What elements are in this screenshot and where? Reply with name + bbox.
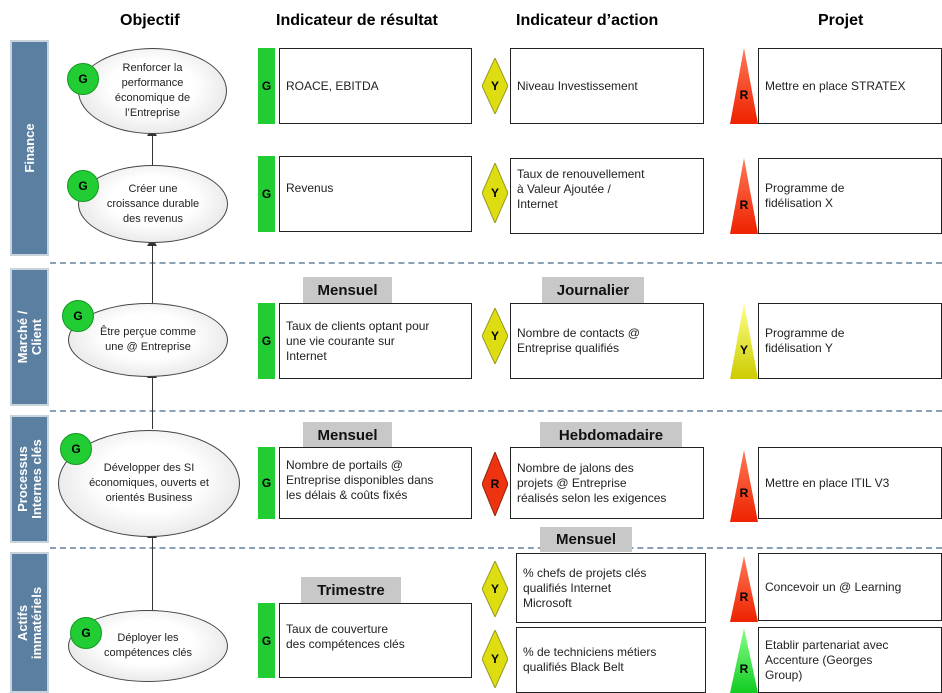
result-indicator-box: Nombre de portails @ Entreprise disponib… bbox=[279, 447, 472, 519]
status-green-bar: G bbox=[258, 447, 275, 519]
status-yellow-diamond-icon: Y bbox=[482, 58, 508, 114]
result-indicator-box: Taux de clients optant pour une vie cour… bbox=[279, 303, 472, 379]
status-red-triangle-icon: R bbox=[730, 48, 758, 124]
perspective-finance-label: Finance bbox=[21, 123, 37, 173]
status-yellow-triangle-icon: Y bbox=[730, 303, 758, 379]
status-yellow-diamond-icon: Y bbox=[482, 561, 508, 617]
action-indicator-box: % chefs de projets clés qualifiés Intern… bbox=[516, 553, 706, 623]
status-green-bar: G bbox=[258, 156, 275, 232]
header-projet: Projet bbox=[818, 12, 864, 29]
connector-arrow bbox=[152, 245, 153, 303]
status-yellow-diamond-icon: Y bbox=[482, 630, 508, 688]
project-box: Programme de fidélisation Y bbox=[758, 303, 942, 379]
perspective-marche-client-label: Marché /Client bbox=[14, 310, 44, 364]
perspective-finance: Finance bbox=[10, 40, 49, 256]
frequency-label: Journalier bbox=[542, 277, 644, 303]
objective-text: Déployer les compétences clés bbox=[103, 632, 193, 659]
frequency-label: Mensuel bbox=[303, 422, 392, 448]
action-indicator-box: Nombre de jalons des projets @ Entrepris… bbox=[510, 447, 704, 519]
result-indicator-box: Taux de couverture des compétences clés bbox=[279, 603, 472, 678]
status-yellow-diamond-icon: Y bbox=[482, 308, 508, 364]
frequency-label: Hebdomadaire bbox=[540, 422, 682, 448]
status-green-bar: G bbox=[258, 48, 275, 124]
project-box: Concevoir un @ Learning bbox=[758, 553, 942, 621]
action-indicator-box: % de techniciens métiers qualifiés Black… bbox=[516, 627, 706, 693]
project-box: Etablir partenariat avec Accenture (Geor… bbox=[758, 627, 942, 693]
result-indicator-box: Revenus bbox=[279, 156, 472, 232]
result-indicator-box: ROACE, EBITDA bbox=[279, 48, 472, 124]
objective-ellipse: Être perçue comme une @ Entreprise bbox=[68, 303, 228, 377]
project-box: Programme de fidélisation X bbox=[758, 158, 942, 234]
action-indicator-box: Taux de renouvellement à Valeur Ajoutée … bbox=[510, 158, 704, 234]
status-red-triangle-icon: R bbox=[730, 556, 758, 622]
status-green-icon: G bbox=[67, 170, 99, 202]
objective-ellipse: Créer une croissance durable des revenus bbox=[78, 165, 228, 243]
frequency-label: Trimestre bbox=[301, 577, 401, 603]
separator-line bbox=[50, 262, 942, 264]
header-indicateur-action: Indicateur d’action bbox=[516, 12, 659, 29]
connector-arrow bbox=[152, 537, 153, 610]
status-red-diamond-icon: R bbox=[482, 452, 508, 516]
separator-line bbox=[50, 547, 942, 549]
status-red-triangle-icon: R bbox=[730, 450, 758, 522]
header-objectif: Objectif bbox=[120, 12, 180, 29]
status-green-bar: G bbox=[258, 603, 275, 678]
status-red-triangle-icon: R bbox=[730, 158, 758, 234]
status-green-icon: G bbox=[70, 617, 102, 649]
project-box: Mettre en place STRATEX bbox=[758, 48, 942, 124]
header-indicateur-resultat: Indicateur de résultat bbox=[276, 12, 438, 29]
status-yellow-diamond-icon: Y bbox=[482, 163, 508, 223]
perspective-marche-client: Marché /Client bbox=[10, 268, 49, 406]
objective-text: Être perçue comme une @ Entreprise bbox=[100, 326, 196, 353]
status-green-icon: G bbox=[67, 63, 99, 95]
frequency-label: Mensuel bbox=[303, 277, 392, 303]
action-indicator-box: Nombre de contacts @ Entreprise qualifié… bbox=[510, 303, 704, 379]
action-indicator-box: Niveau Investissement bbox=[510, 48, 704, 124]
objective-text: Développer des SI économiques, ouverts e… bbox=[89, 462, 209, 504]
status-green-bar: G bbox=[258, 303, 275, 379]
status-green-icon: G bbox=[60, 433, 92, 465]
objective-text: Créer une croissance durable des revenus bbox=[106, 182, 200, 225]
frequency-label: Mensuel bbox=[540, 527, 632, 552]
separator-line bbox=[50, 410, 942, 412]
project-box: Mettre en place ITIL V3 bbox=[758, 447, 942, 519]
objective-text: Renforcer la performance économique de l… bbox=[114, 62, 191, 119]
status-green-icon: G bbox=[62, 300, 94, 332]
connector-arrow bbox=[152, 377, 153, 429]
objective-ellipse: Renforcer la performance économique de l… bbox=[78, 48, 227, 134]
status-red-triangle-icon: R bbox=[730, 628, 758, 693]
connector-arrow bbox=[152, 135, 153, 165]
